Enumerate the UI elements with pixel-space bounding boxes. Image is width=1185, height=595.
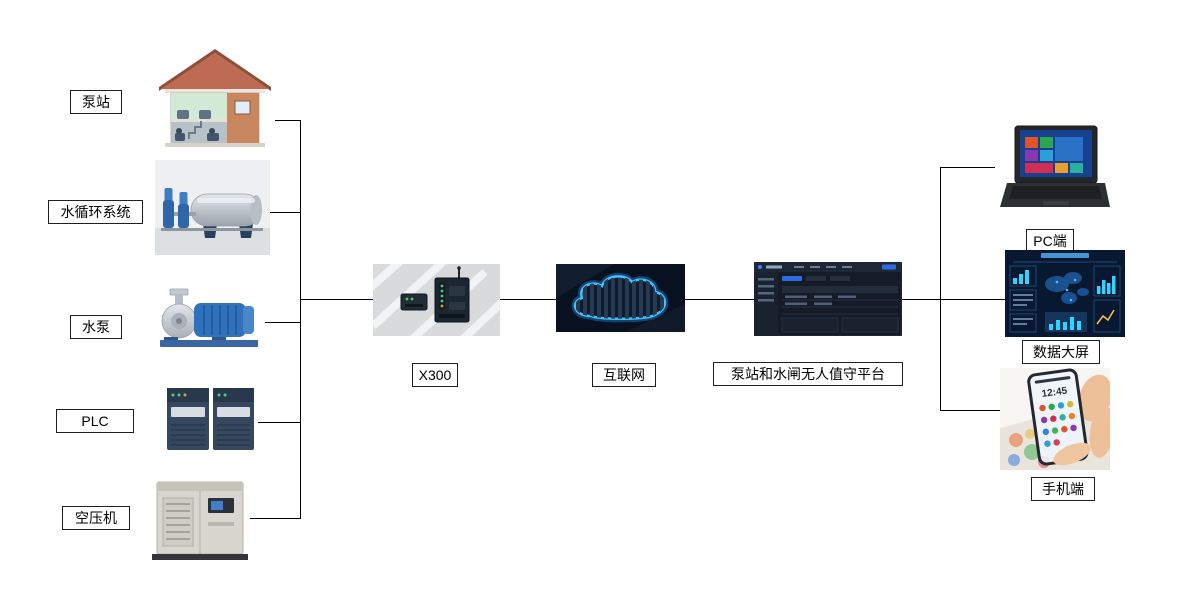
label-pc: PC端: [1026, 229, 1074, 253]
pc-laptop-image: [995, 125, 1110, 212]
label-platform-text: 泵站和水闸无人值守平台: [731, 366, 885, 382]
connector-water-circulation: [270, 212, 300, 213]
air-compressor-icon: [150, 478, 250, 562]
connector-platform-to-bus: [902, 299, 940, 300]
label-water-pump: 水泵: [70, 315, 122, 339]
label-mobile-text: 手机端: [1042, 481, 1084, 497]
label-x300: X300: [412, 363, 458, 387]
label-water-pump-text: 水泵: [82, 319, 110, 335]
label-plc: PLC: [56, 409, 134, 433]
internet-cloud-image: [556, 264, 685, 332]
label-data-screen-text: 数据大屏: [1033, 344, 1089, 360]
label-data-screen: 数据大屏: [1022, 340, 1100, 364]
connector-right-bus: [940, 167, 941, 411]
data-big-screen-image: [1005, 250, 1125, 337]
water-circulation-image: [155, 160, 270, 255]
laptop-icon: [1000, 125, 1110, 207]
phone-clock-text: 12:45: [1041, 385, 1068, 400]
connector-to-mobile: [941, 410, 1000, 411]
label-platform: 泵站和水闸无人值守平台: [713, 362, 903, 386]
label-pump-station-text: 泵站: [82, 94, 110, 110]
connector-left-bus: [300, 120, 301, 519]
x300-gateway-icon: [373, 264, 500, 336]
label-water-circulation: 水循环系统: [48, 200, 143, 224]
connector-air-compressor: [250, 518, 300, 519]
label-x300-text: X300: [418, 367, 452, 383]
label-pump-station: 泵站: [70, 90, 122, 114]
pump-station-building-icon: [159, 49, 271, 147]
label-mobile: 手机端: [1031, 477, 1095, 501]
label-internet-text: 互联网: [603, 367, 645, 383]
label-pc-text: PC端: [1033, 233, 1067, 249]
platform-dashboard-image: [754, 262, 902, 336]
water-circulation-system-icon: [155, 160, 270, 255]
air-compressor-image: [150, 478, 250, 562]
data-big-screen-icon: [1005, 250, 1125, 337]
label-plc-text: PLC: [81, 413, 109, 429]
pump-station-image: [155, 45, 275, 150]
connector-water-pump: [265, 322, 300, 323]
connector-gateway-to-internet: [500, 299, 556, 300]
connector-internet-to-platform: [685, 299, 754, 300]
label-air-compressor: 空压机: [62, 506, 130, 530]
connector-bus-to-gateway: [300, 299, 373, 300]
connector-to-data-screen: [941, 299, 1005, 300]
plc-controller-icon: [163, 375, 258, 462]
connector-to-pc: [941, 167, 995, 168]
mobile-phone-image: 12:45: [1000, 368, 1110, 470]
label-air-compressor-text: 空压机: [75, 510, 117, 526]
label-water-circulation-text: 水循环系统: [60, 204, 131, 220]
water-pump-icon: [152, 284, 265, 353]
platform-dashboard-icon: [754, 262, 902, 336]
mobile-phone-icon: 12:45: [1000, 368, 1110, 470]
connector-plc: [258, 422, 300, 423]
connector-pump-station: [275, 120, 300, 121]
plc-image: [163, 375, 258, 462]
water-pump-image: [152, 284, 265, 353]
internet-cloud-icon: [556, 264, 685, 332]
x300-gateway-image: [373, 264, 500, 336]
label-internet: 互联网: [592, 363, 656, 387]
